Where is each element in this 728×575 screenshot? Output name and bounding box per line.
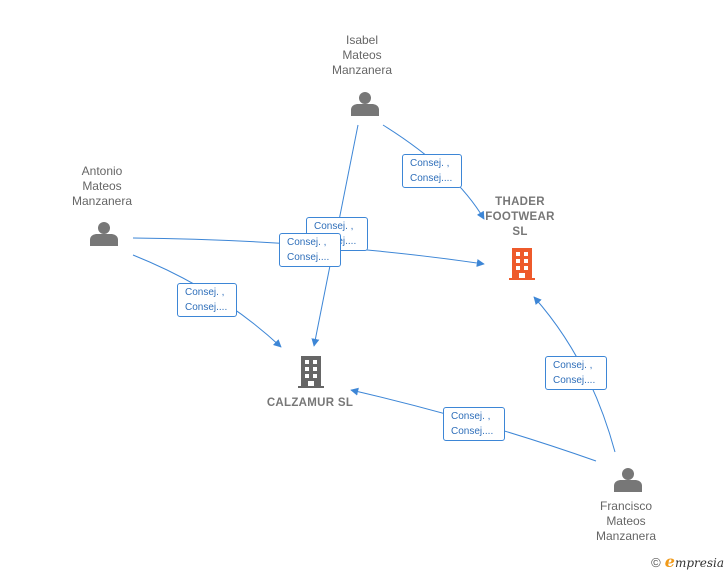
edge-label-line: Consej. , <box>314 221 354 232</box>
edge-label-line: Consej. , <box>287 237 327 248</box>
edge-label-line: Consej.... <box>410 173 453 184</box>
edge-label-francisco-calzamur[interactable]: Consej. , Consej.... <box>443 407 505 441</box>
edge-label-antonio-calzamur[interactable]: Consej. , Consej.... <box>177 283 237 317</box>
node-label-francisco[interactable]: Francisco Mateos Manzanera <box>595 499 657 543</box>
edge-label-isabel-thader[interactable]: Consej. , Consej.... <box>402 154 462 188</box>
edge-label-line: Consej.... <box>553 375 596 386</box>
edge-label-line: Consej. , <box>185 287 225 298</box>
edge-label-line: Consej. , <box>451 411 491 422</box>
edge-label-line: Consej. , <box>410 158 450 169</box>
copyright-icon: © <box>651 555 661 570</box>
person-icon[interactable] <box>90 222 118 246</box>
building-icon[interactable] <box>298 356 324 388</box>
person-icon[interactable] <box>351 92 379 116</box>
edge-label-line: Consej.... <box>451 426 494 437</box>
person-icon[interactable] <box>614 468 642 492</box>
node-label-thader-footwear[interactable]: THADER FOOTWEAR SL <box>485 196 555 238</box>
building-icon[interactable] <box>509 248 535 280</box>
node-label-isabel[interactable]: Isabel Mateos Manzanera <box>331 33 393 77</box>
edge-label-line: Consej.... <box>287 252 330 263</box>
edge-label-line: Consej. , <box>553 360 593 371</box>
edge-label-antonio-thader[interactable]: Consej. , Consej.... <box>279 233 341 267</box>
node-label-calzamur[interactable]: CALZAMUR SL <box>266 397 354 409</box>
empresia-footer[interactable]: ©empresia <box>651 552 724 571</box>
empresia-logo[interactable]: empresia <box>664 552 724 571</box>
edge-label-francisco-thader[interactable]: Consej. , Consej.... <box>545 356 607 390</box>
node-label-antonio[interactable]: Antonio Mateos Manzanera <box>71 164 133 208</box>
edge-label-line: Consej.... <box>185 302 228 313</box>
